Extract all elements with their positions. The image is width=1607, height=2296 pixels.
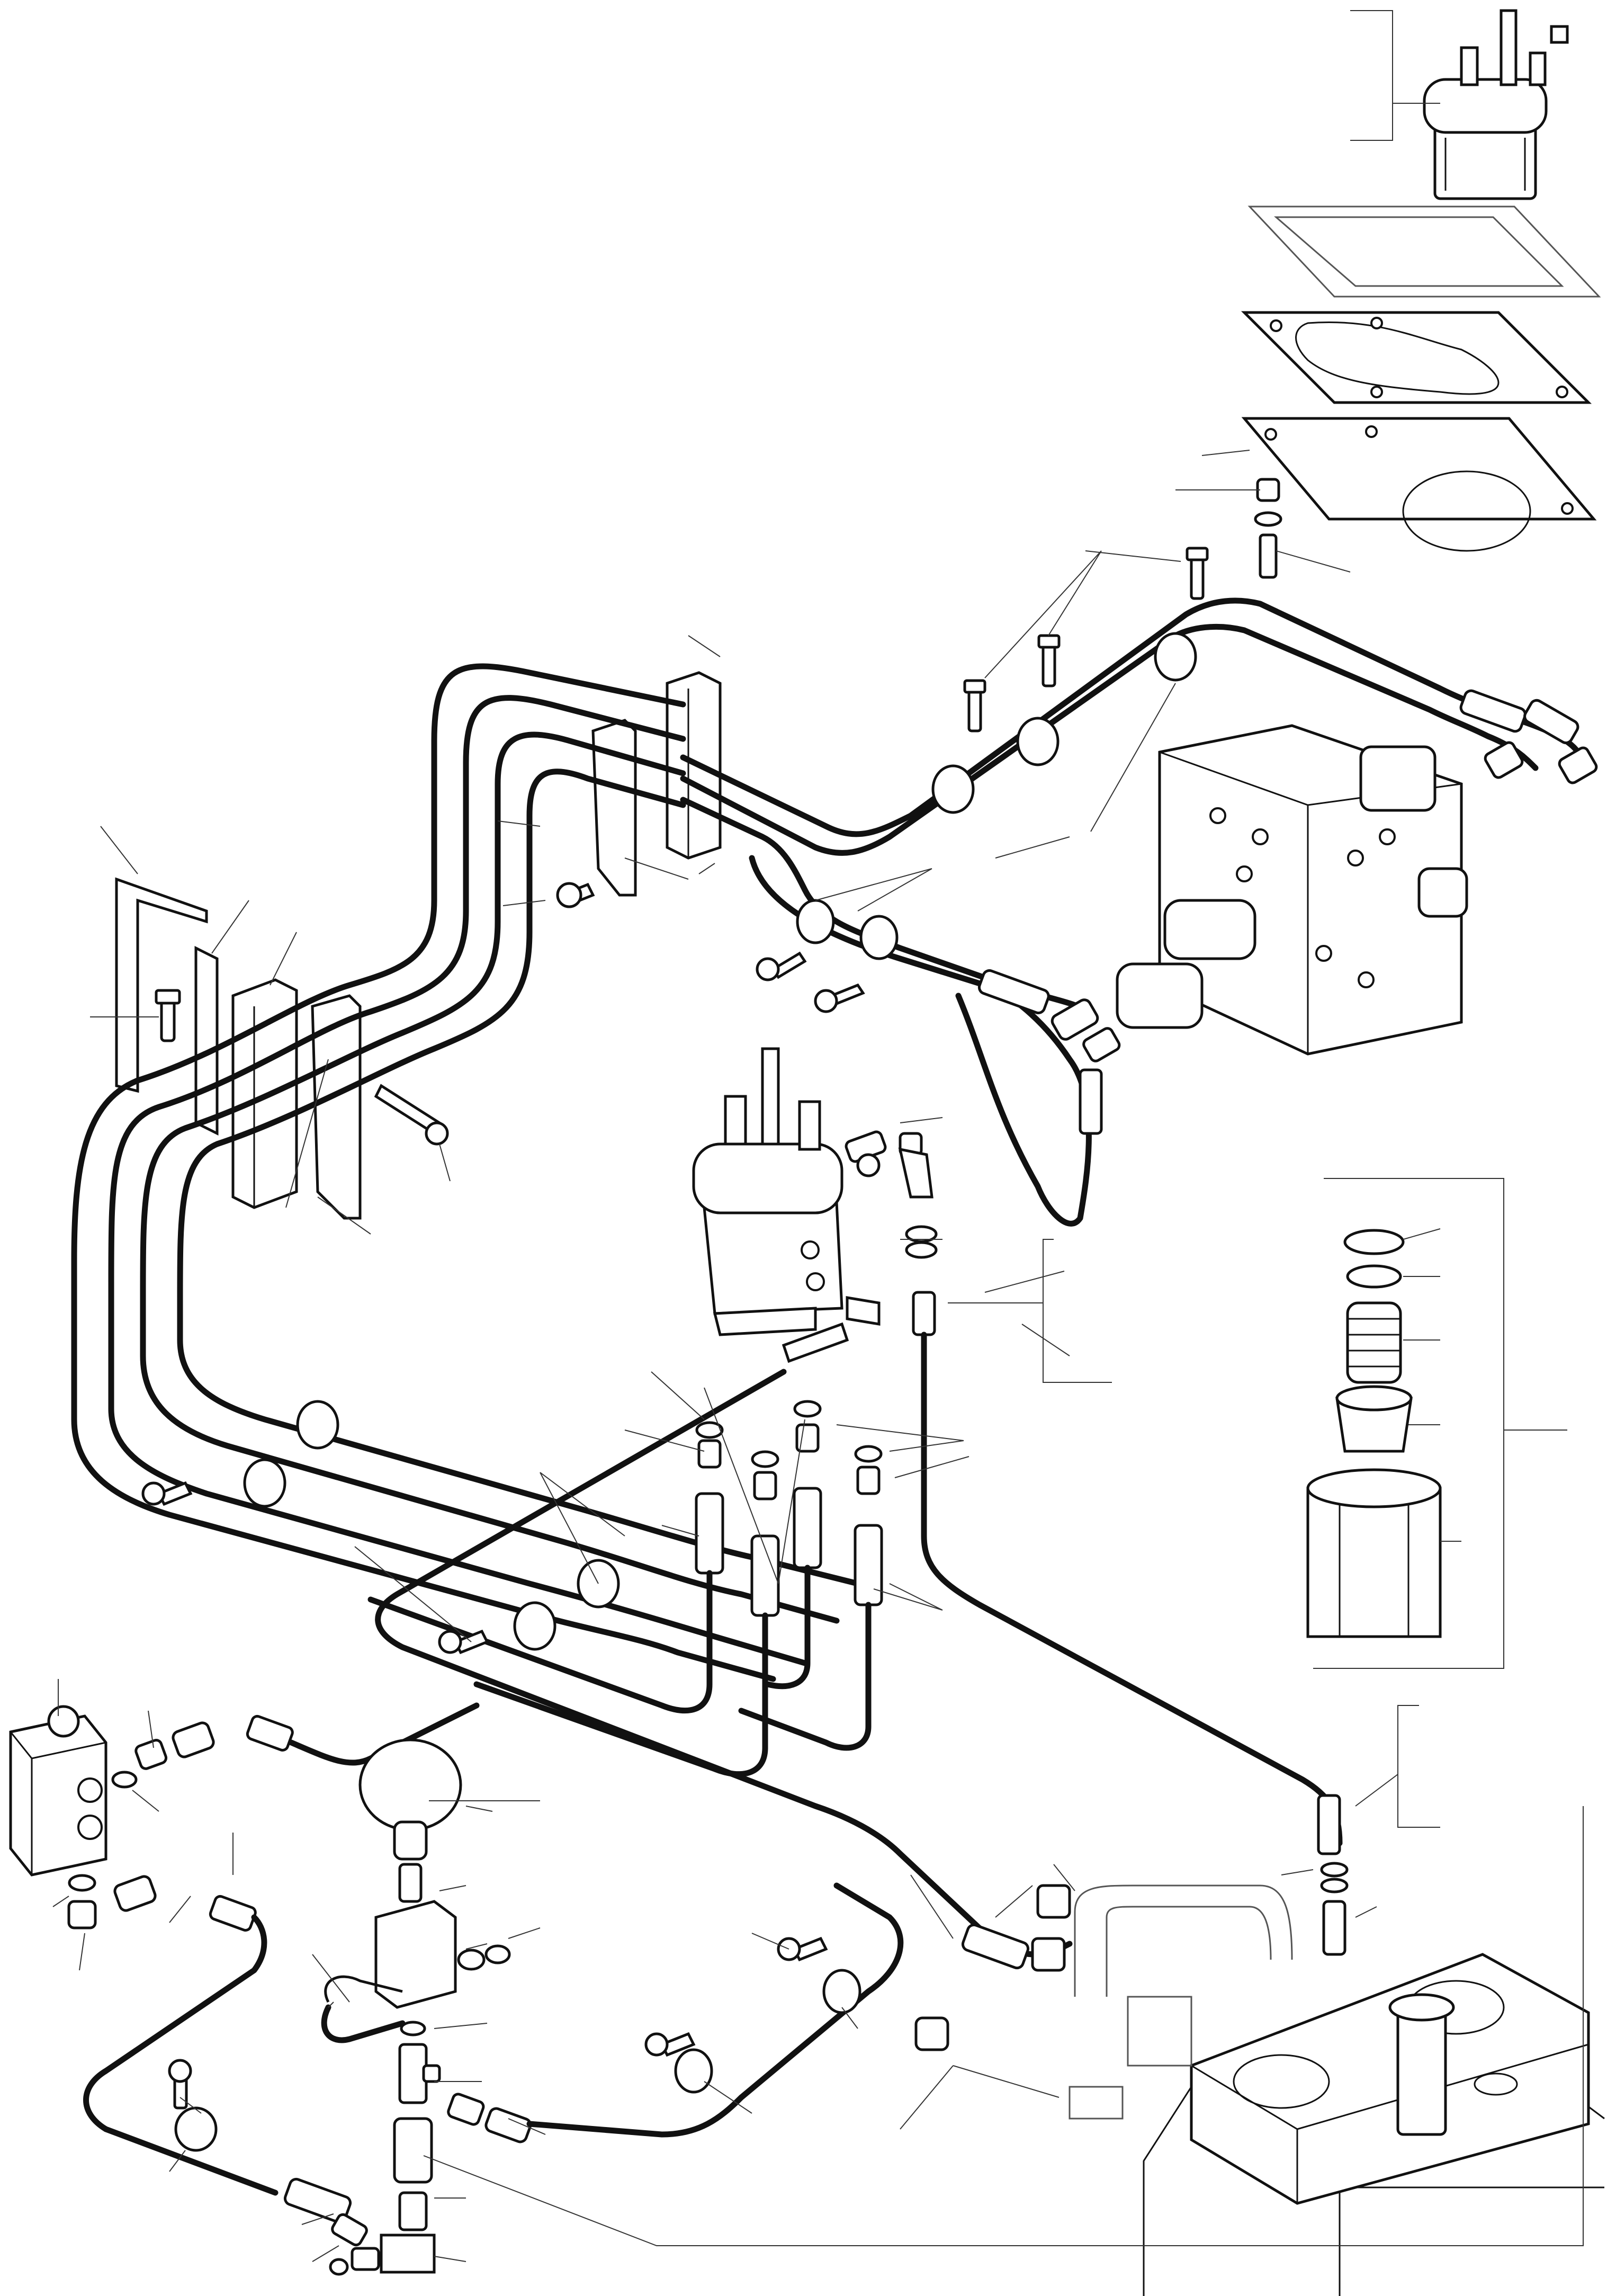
- pipe-clamps-upper: [796, 632, 1197, 960]
- bolt-long-left: [374, 1084, 449, 1146]
- bolt-accumulator: [457, 1944, 511, 1971]
- accumulator-bracket: [324, 1900, 457, 2009]
- flat-bar-left: [194, 945, 219, 1136]
- pilot-line-fittings: [782, 1130, 938, 1363]
- l-bracket-left: [115, 877, 208, 1093]
- u-bolt: [321, 2004, 406, 2043]
- plug-and-seal: [1254, 478, 1282, 579]
- check-valve-stack: [1306, 1229, 1442, 1638]
- hose-fittings-upper: [977, 689, 1598, 1135]
- lower-hose-fittings: [283, 2093, 532, 2247]
- bolt-center: [556, 882, 595, 908]
- tee-hose: [526, 1882, 904, 2138]
- support-bracket-left: [311, 994, 362, 1220]
- manifold-fittings: [67, 1714, 294, 1932]
- support-bracket-center: [591, 719, 637, 897]
- bolt-left: [155, 989, 181, 1042]
- cross-hose-fittings: [914, 1884, 1071, 2051]
- valve-manifold-left: [9, 1705, 107, 1877]
- tee-fittings: [329, 2021, 441, 2276]
- suction-pipe: [1069, 1884, 1293, 2120]
- tank-assembly: [1143, 1953, 1605, 2296]
- accumulator: [358, 1738, 462, 1903]
- pilot-valve-center: [692, 1047, 843, 1336]
- control-valve-block: [1116, 724, 1468, 1056]
- manifold-hose-lower: [83, 1914, 279, 2196]
- bolts-upper: [756, 547, 1209, 1013]
- adapter-hoses: [367, 1565, 872, 1777]
- pilot-return-hose: [921, 1332, 1343, 1846]
- gasket-upper: [1241, 311, 1592, 404]
- pilot-valve-top: [1423, 9, 1569, 200]
- adapter-fittings: [695, 1400, 883, 1617]
- leader-lines: [52, 820, 1584, 2262]
- bolts-lower: [141, 1481, 828, 2110]
- gasket-lower: [1241, 417, 1597, 552]
- return-line-fittings: [1317, 1794, 1349, 1956]
- clamps-lower: [174, 1400, 861, 2152]
- pilot-valve-top-bracket: [1350, 10, 1393, 141]
- check-valve-bracket: [1313, 1178, 1504, 1669]
- valve-mount-plate: [1247, 206, 1601, 298]
